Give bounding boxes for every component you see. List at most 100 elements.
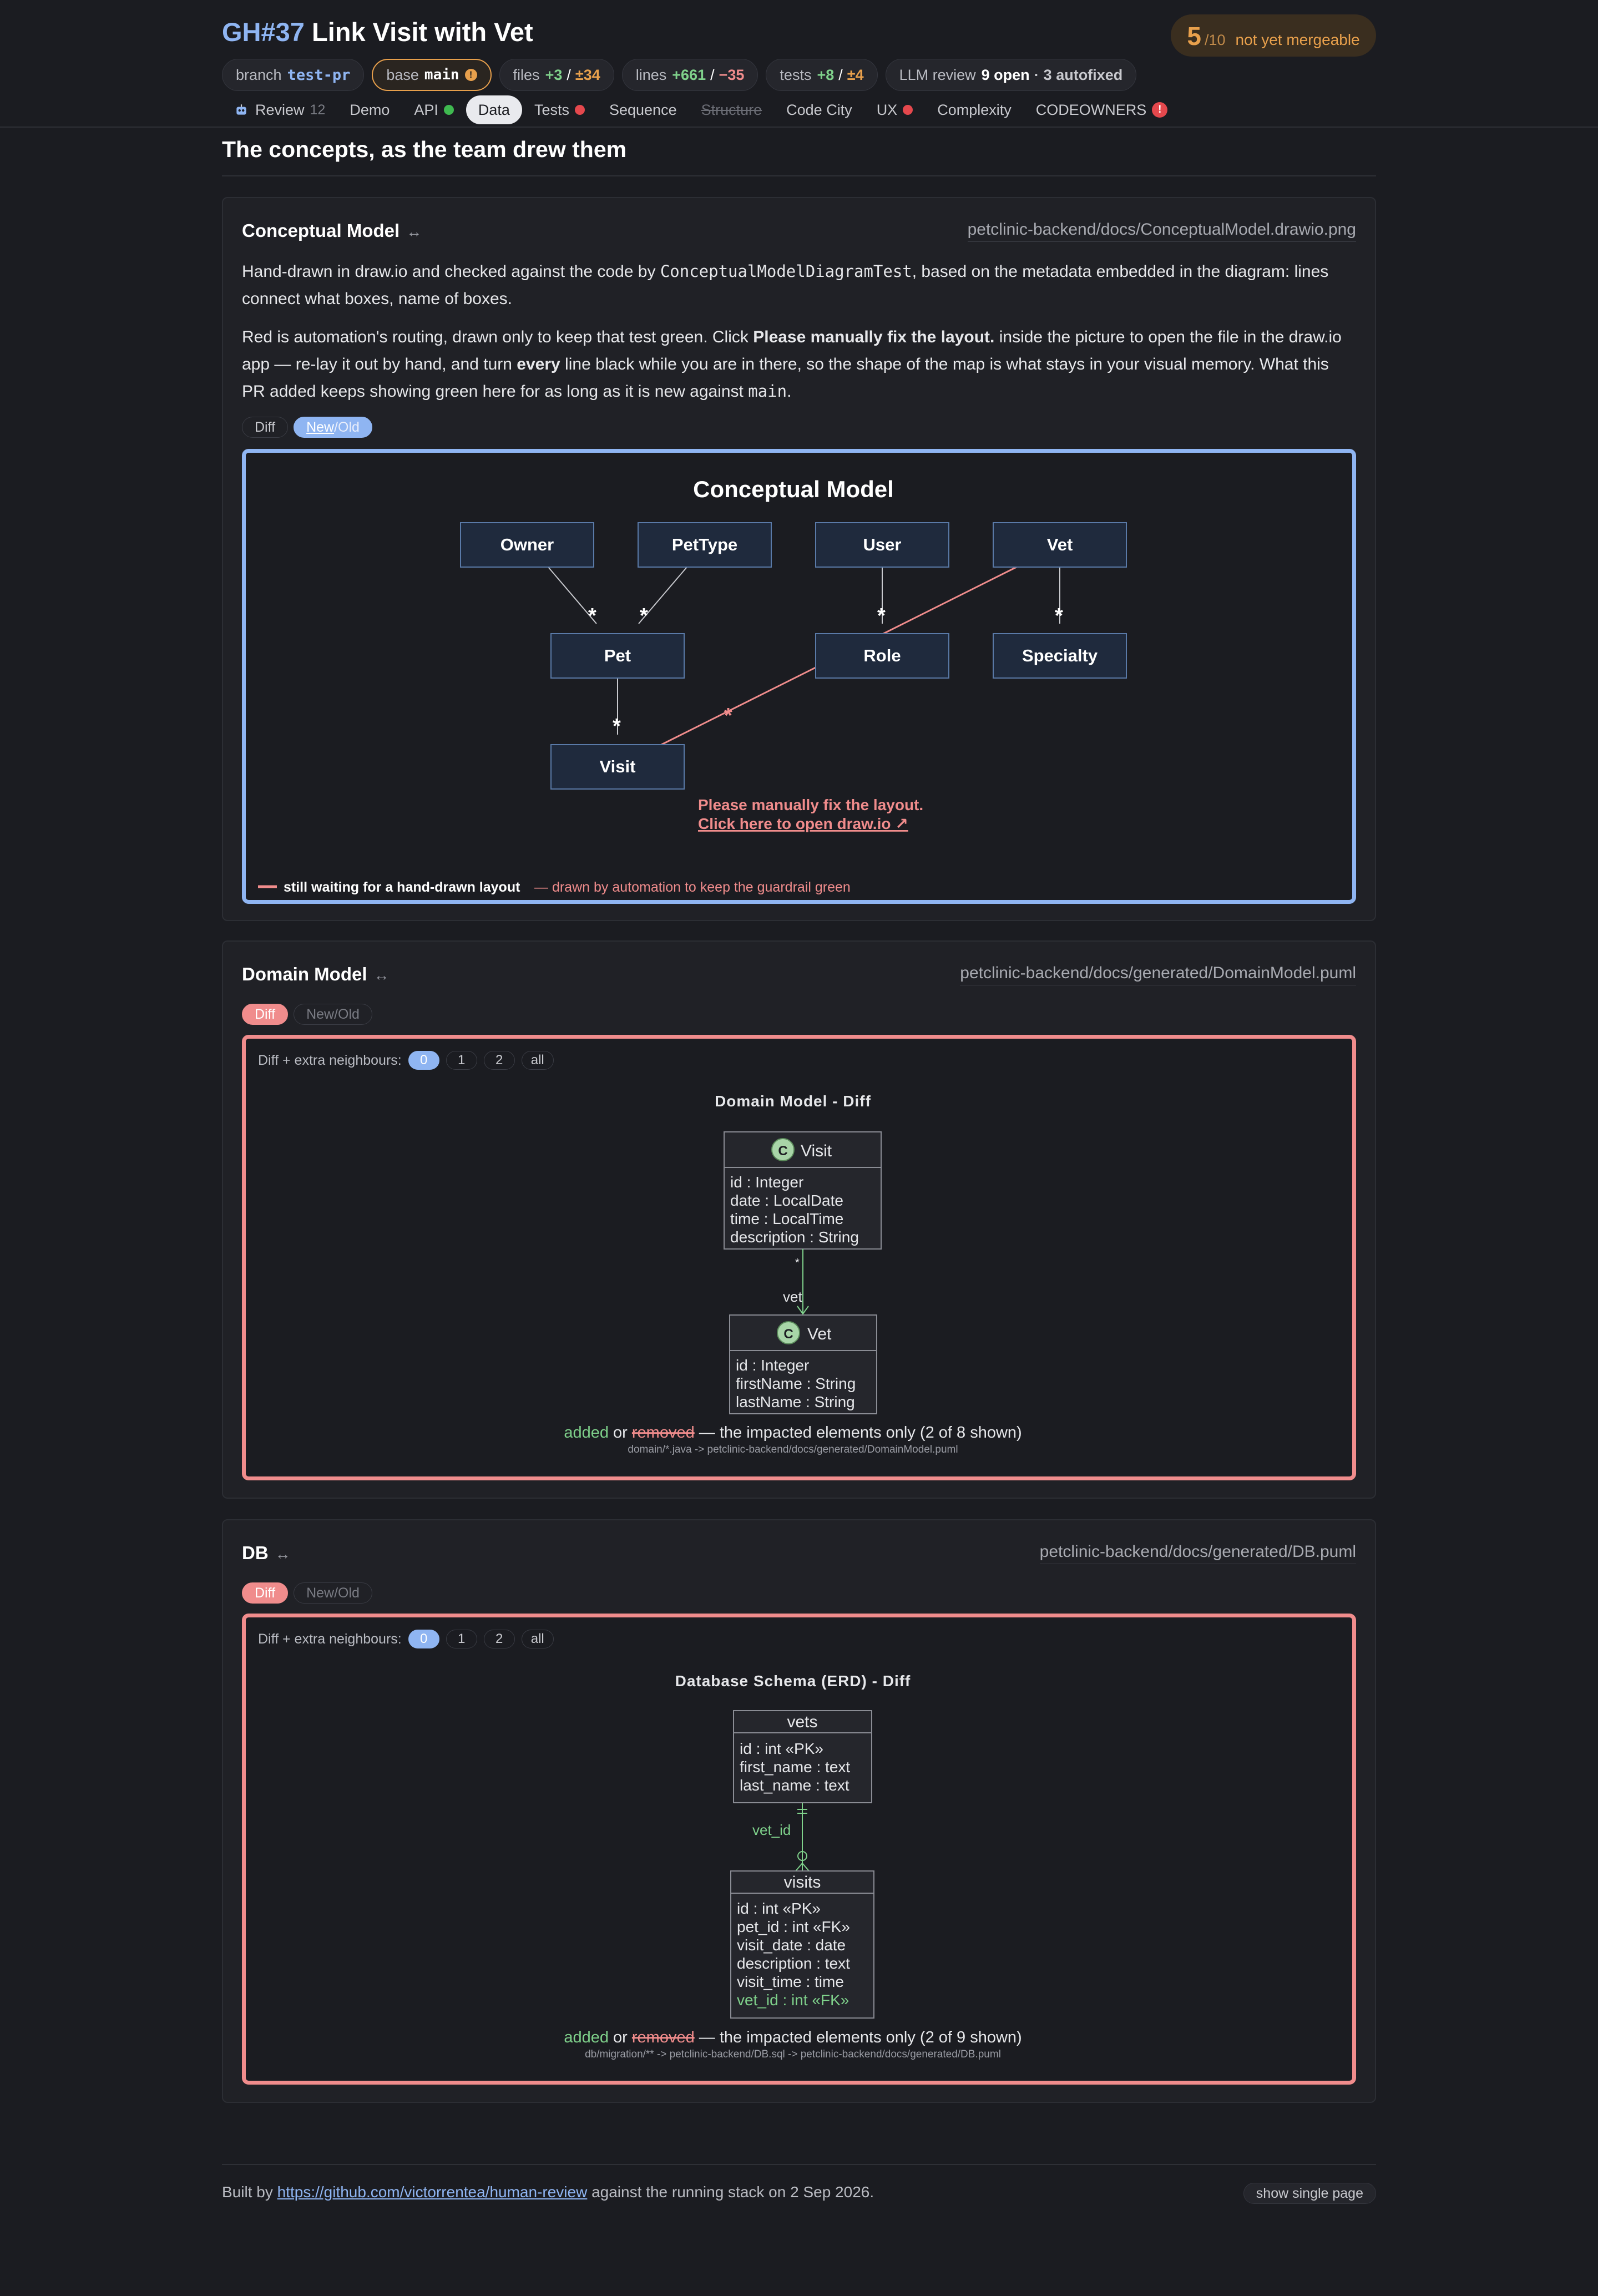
show-single-page-button[interactable]: show single page	[1243, 2183, 1376, 2204]
neighbours-option-2[interactable]: 2	[483, 1630, 515, 1648]
legend-rest: — the impacted elements only (2 of 8 sho…	[699, 1424, 1022, 1442]
tab-code-city[interactable]: Code City	[774, 95, 864, 124]
card-title-text: Conceptual Model	[242, 220, 400, 241]
multiplicity: *	[724, 704, 732, 727]
pr-title: GH#37 Link Visit with Vet	[222, 17, 533, 47]
table-column: pet_id : int «FK»	[737, 1918, 850, 1935]
base-label: base	[386, 66, 419, 83]
class-vet: C Vet id : Integer firstName : String la…	[729, 1314, 877, 1414]
view-toggle: Diff New/Old	[242, 1582, 372, 1604]
lines-chip[interactable]: lines +661 / −35	[621, 59, 758, 91]
diff-toggle[interactable]: Diff	[242, 1582, 289, 1604]
expand-icon[interactable]: ↔	[275, 1545, 291, 1562]
branch-value: test-pr	[287, 66, 351, 84]
open-drawio-link[interactable]: Click here to open draw.io ↗	[698, 815, 908, 832]
conceptual-diagram: Conceptual Model * * * * * * Owner PetTy…	[258, 476, 1127, 895]
tests-sep: /	[838, 66, 843, 83]
title-row: GH#37 Link Visit with Vet 5 /10 not yet …	[222, 14, 1376, 57]
tab-api-label: API	[414, 101, 438, 118]
box-label: User	[863, 535, 902, 554]
card-header: Conceptual Model ↔ petclinic-backend/docs…	[242, 217, 1356, 244]
tab-complexity[interactable]: Complexity	[925, 95, 1024, 124]
pr-number-link[interactable]: GH#37	[222, 17, 305, 47]
legend-label: still waiting for a hand-drawn layout	[284, 879, 520, 895]
branch-chip[interactable]: branch test-pr	[222, 59, 365, 91]
multiplicity: *	[640, 604, 648, 628]
diagram-title: Database Schema (ERD) - Diff	[675, 1672, 911, 1690]
tab-codeowners[interactable]: CODEOWNERS !	[1024, 95, 1180, 124]
class-field: time : LocalTime	[730, 1210, 843, 1227]
db-card: DB ↔ petclinic-backend/docs/generated/DB.…	[222, 1519, 1376, 2103]
table-name: vets	[787, 1713, 817, 1731]
class-field: lastName : String	[736, 1393, 855, 1410]
expand-icon[interactable]: ↔	[406, 223, 422, 240]
tab-demo-label: Demo	[350, 101, 390, 118]
class-visit: C Visit id : Integer date : LocalDate ti…	[724, 1131, 882, 1250]
nav-tabs: Review 12 Demo API Data Tests Sequence S…	[222, 94, 1180, 125]
concept-box-visit: Visit	[550, 744, 685, 790]
status-ok-icon	[443, 105, 454, 115]
tab-data[interactable]: Data	[466, 95, 522, 124]
neighbours-option-1[interactable]: 1	[446, 1051, 477, 1070]
concept-box-specialty: Specialty	[993, 633, 1127, 679]
card-title-text: DB	[242, 1543, 269, 1563]
header-divider	[0, 127, 1598, 128]
new-old-toggle[interactable]: New/Old	[294, 1582, 372, 1604]
tab-review-count: 12	[310, 102, 326, 118]
db-diagram: Database Schema (ERD) - Diff vets id : i…	[564, 1672, 1021, 2060]
tab-sequence[interactable]: Sequence	[597, 95, 689, 124]
files-chip[interactable]: files +3 / ±34	[499, 59, 614, 91]
legend-description: — drawn by automation to keep the guardr…	[534, 879, 851, 895]
files-changed: ±34	[575, 66, 600, 83]
tab-data-label: Data	[478, 101, 510, 118]
fix-layout-text[interactable]: Please manually fix the layout.	[698, 796, 923, 813]
new-old-toggle[interactable]: New/Old	[294, 417, 372, 438]
code: main	[748, 382, 787, 401]
neighbours-option-2[interactable]: 2	[483, 1051, 515, 1070]
neighbours-option-1[interactable]: 1	[446, 1630, 477, 1648]
tab-codeowners-label: CODEOWNERS	[1035, 101, 1147, 118]
llm-sep: ·	[1034, 66, 1039, 83]
tab-demo[interactable]: Demo	[337, 95, 402, 124]
box-label: Specialty	[1022, 646, 1098, 665]
connector-line	[548, 567, 597, 624]
neighbours-option-all[interactable]: all	[521, 1051, 554, 1070]
code: ConceptualModelDiagramTest	[660, 262, 912, 281]
merge-score-badge[interactable]: 5 /10 not yet mergeable	[1171, 14, 1376, 57]
text: Red is automation's routing, drawn only …	[242, 328, 754, 346]
file-path-link[interactable]: petclinic-backend/docs/ConceptualModel.d…	[967, 220, 1356, 242]
diff-toggle[interactable]: Diff	[242, 1004, 289, 1025]
alert-icon: !	[1152, 102, 1168, 118]
tab-structure[interactable]: Structure	[689, 95, 775, 124]
neighbours-selector: Diff + extra neighbours: 0 1 2 all	[258, 1051, 554, 1070]
tab-tests[interactable]: Tests	[522, 95, 597, 124]
view-toggle: Diff New/Old	[242, 417, 372, 438]
base-chip[interactable]: base main !	[372, 59, 492, 91]
description-paragraph-2: Red is automation's routing, drawn only …	[242, 323, 1356, 405]
table-name: visits	[784, 1873, 821, 1892]
file-path-link[interactable]: petclinic-backend/docs/generated/DomainM…	[960, 964, 1356, 985]
expand-icon[interactable]: ↔	[373, 967, 390, 984]
tab-review[interactable]: Review 12	[222, 95, 337, 124]
legend-removed: removed	[632, 2029, 695, 2046]
diff-toggle[interactable]: Diff	[242, 417, 289, 438]
tab-sequence-label: Sequence	[609, 101, 677, 118]
neighbours-option-0[interactable]: 0	[408, 1051, 439, 1070]
table-column: last_name : text	[740, 1777, 849, 1794]
tab-ux[interactable]: UX	[864, 95, 926, 124]
bold-text: Please manually fix the layout.	[753, 328, 995, 346]
tests-added: +8	[817, 66, 835, 83]
bold-text: every	[517, 355, 560, 373]
repo-link[interactable]: https://github.com/victorrentea/human-re…	[277, 2183, 588, 2201]
new-old-toggle[interactable]: New/Old	[294, 1004, 372, 1025]
llm-review-chip[interactable]: LLM review 9 open · 3 autofixed	[885, 59, 1137, 91]
multiplicity: *	[613, 715, 621, 738]
files-label: files	[513, 66, 540, 83]
neighbours-option-all[interactable]: all	[521, 1630, 554, 1648]
class-field: id : Integer	[730, 1174, 803, 1191]
neighbours-option-0[interactable]: 0	[408, 1630, 439, 1648]
box-label: Pet	[604, 646, 631, 665]
tab-api[interactable]: API	[402, 95, 466, 124]
tests-chip[interactable]: tests +8 / ±4	[766, 59, 878, 91]
file-path-link[interactable]: petclinic-backend/docs/generated/DB.puml	[1039, 1543, 1356, 1564]
